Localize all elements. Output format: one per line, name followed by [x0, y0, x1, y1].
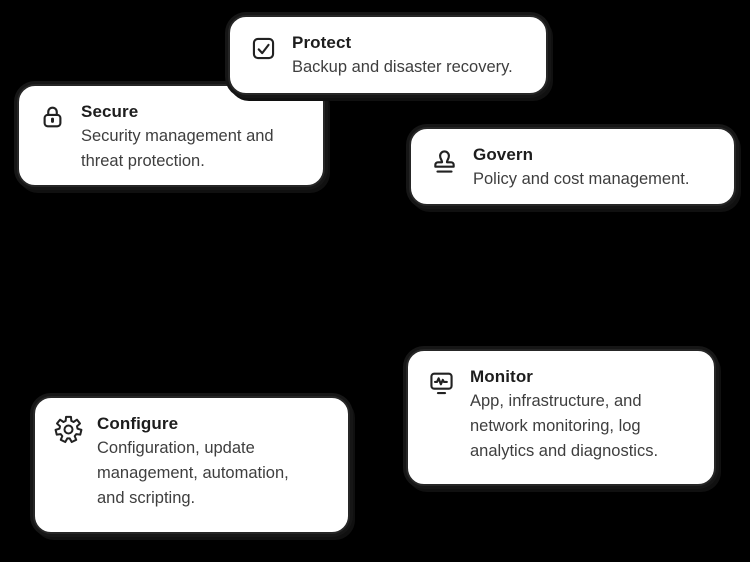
checkmark-box-icon	[247, 33, 279, 65]
card-secure-description: Security management and threat protectio…	[81, 127, 274, 170]
card-protect: Protect Backup and disaster recovery.	[228, 15, 548, 95]
card-monitor-description: App, infrastructure, and network monitor…	[470, 392, 659, 460]
card-configure-text: Configure Configuration, update manageme…	[97, 411, 311, 511]
card-secure-text: Secure Security management and threat pr…	[81, 99, 295, 174]
card-configure-description: Configuration, update management, automa…	[97, 439, 289, 507]
card-secure: Secure Security management and threat pr…	[17, 84, 325, 187]
card-protect-text: Protect Backup and disaster recovery.	[292, 30, 513, 80]
stamp-icon	[428, 145, 460, 177]
card-monitor: Monitor App, infrastructure, and network…	[406, 349, 716, 486]
card-protect-title: Protect	[292, 33, 352, 52]
lock-icon	[36, 102, 68, 134]
card-protect-description: Backup and disaster recovery.	[292, 58, 513, 76]
card-govern-title: Govern	[473, 145, 534, 164]
card-secure-title: Secure	[81, 102, 139, 121]
gear-icon	[52, 414, 84, 446]
monitor-pulse-icon	[425, 367, 457, 399]
card-govern: Govern Policy and cost management.	[409, 127, 736, 206]
card-configure: Configure Configuration, update manageme…	[33, 396, 350, 534]
card-monitor-title: Monitor	[470, 367, 534, 386]
card-configure-title: Configure	[97, 414, 179, 433]
card-monitor-text: Monitor App, infrastructure, and network…	[470, 364, 684, 464]
card-govern-text: Govern Policy and cost management.	[473, 142, 689, 192]
card-govern-description: Policy and cost management.	[473, 170, 690, 188]
